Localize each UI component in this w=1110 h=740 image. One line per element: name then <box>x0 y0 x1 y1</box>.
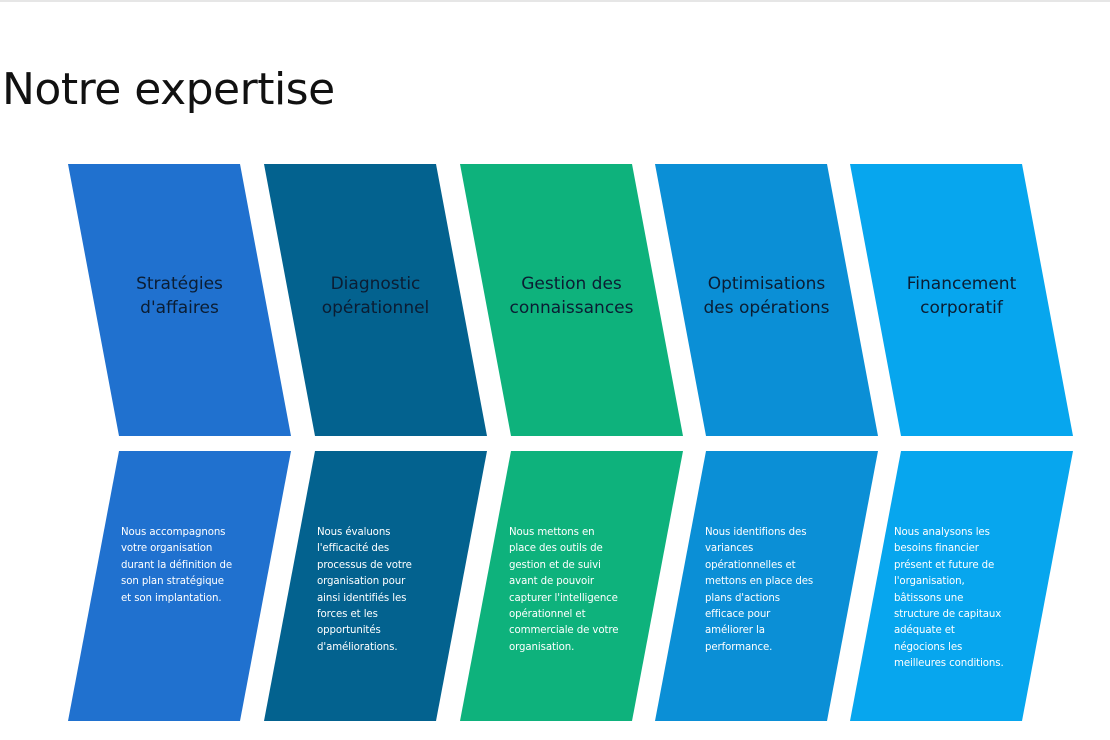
chevron-top-optimisations: Optimisations des opérations <box>655 164 878 436</box>
chevron-bottom-gestion: Nous mettons en place des outils de gest… <box>460 451 683 721</box>
heading-strategies: Stratégies d'affaires <box>136 274 223 318</box>
description-financement: Nous analysons les besoins financier pré… <box>894 527 1004 670</box>
chevron-bottom-financement: Nous analysons les besoins financier pré… <box>850 451 1073 721</box>
chevron-top-diagnostic: Diagnostic opérationnel <box>264 164 487 436</box>
chevron-top-gestion: Gestion des connaissances <box>460 164 683 436</box>
chevron-bottom-diagnostic: Nous évaluons l'efficacité des processus… <box>264 451 487 721</box>
description-gestion: Nous mettons en place des outils de gest… <box>509 527 619 653</box>
heading-financement: Financement corporatif <box>906 274 1017 318</box>
description-strategies: Nous accompagnons votre organisation dur… <box>121 527 232 604</box>
chevron-top-financement: Financement corporatif <box>850 164 1073 436</box>
description-diagnostic: Nous évaluons l'efficacité des processus… <box>317 527 412 653</box>
heading-diagnostic: Diagnostic opérationnel <box>321 274 430 318</box>
description-optimisations: Nous identifions des variances opération… <box>705 527 814 653</box>
chevron-bottom-optimisations: Nous identifions des variances opération… <box>655 451 878 721</box>
chevron-bottom-strategies: Nous accompagnons votre organisation dur… <box>68 451 291 721</box>
heading-optimisations: Optimisations des opérations <box>703 274 830 318</box>
chevron-top-strategies: Stratégies d'affaires <box>68 164 291 436</box>
heading-gestion: Gestion des connaissances <box>509 274 634 318</box>
top-divider <box>0 0 1110 2</box>
page-title: Notre expertise <box>2 64 335 115</box>
